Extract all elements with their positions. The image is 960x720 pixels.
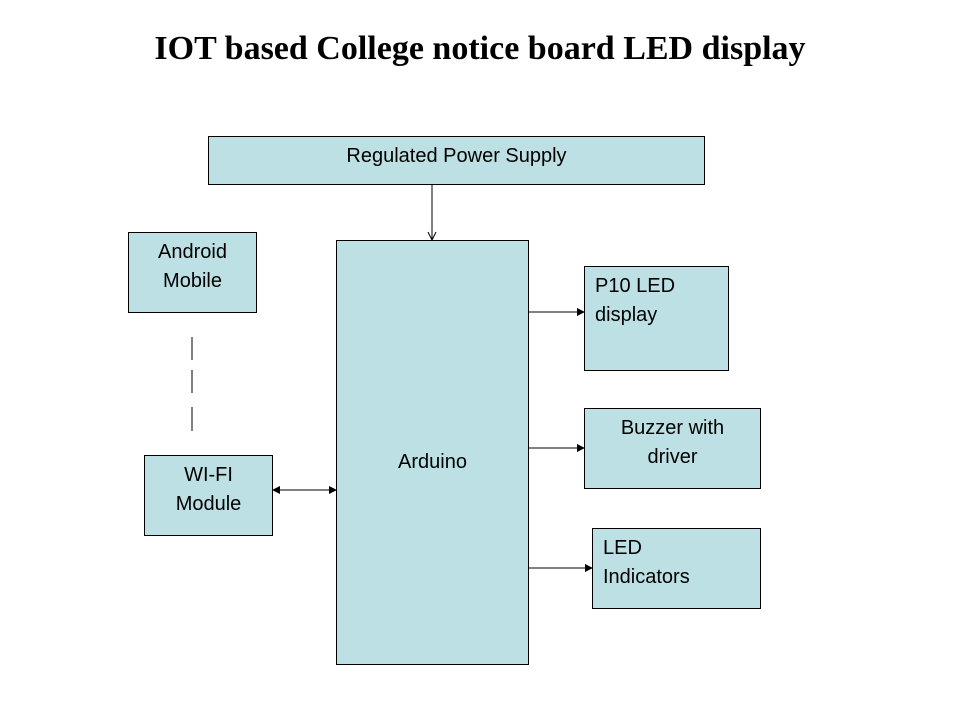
power-supply-label: Regulated Power Supply [346,145,567,167]
led-indicators-block: LED Indicators [592,528,761,609]
arduino-label: Arduino [398,451,467,473]
android-mobile-label-line2: Mobile [163,270,222,292]
diagram-title: IOT based College notice board LED displ… [154,30,806,67]
wifi-module-block: WI-FI Module [144,455,273,536]
wifi-module-label-line1: WI-FI [184,464,233,486]
wifi-module-label-line2: Module [175,493,242,515]
buzzer-label-line2: driver [647,446,698,468]
buzzer-driver-block: Buzzer with driver [584,408,761,489]
buzzer-label-line1: Buzzer with [620,417,725,439]
led-indicators-label-line1: LED [603,537,642,559]
android-mobile-label-line1: Android [158,241,227,263]
power-supply-block: Regulated Power Supply [208,136,705,185]
p10-led-display-block: P10 LED display [584,266,729,371]
arduino-block: Arduino [336,240,529,665]
p10-led-label-line1: P10 LED [595,275,676,297]
android-mobile-block: Android Mobile [128,232,257,313]
p10-led-label-line2: display [595,304,658,326]
led-indicators-label-line2: Indicators [603,566,690,588]
